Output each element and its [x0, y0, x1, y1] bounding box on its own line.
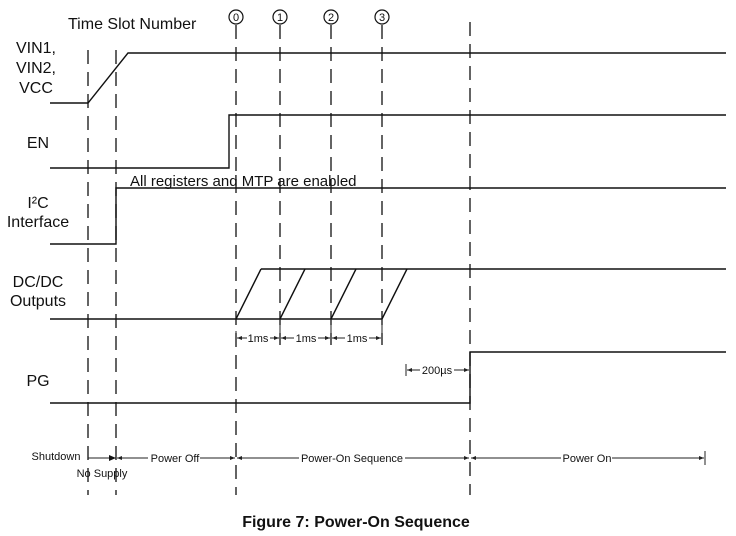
- phase-label-no-supply: No Supply: [77, 468, 128, 480]
- dcdc-interval-dimensions: 1ms 1ms 1ms: [235, 319, 383, 345]
- dcdc-ramp-slot-1: [279, 268, 306, 320]
- i2c-label-line-1: I²C: [27, 195, 48, 212]
- waveform-vin: [50, 52, 726, 104]
- signal-label-en: EN: [27, 135, 49, 152]
- slot-circle-0: [228, 9, 244, 25]
- interval-1ms-0: 1ms: [237, 333, 279, 345]
- slot-number-2: 2: [328, 12, 334, 24]
- dcdc-label-line-1: DC/DC: [13, 274, 64, 291]
- dcdc-ramp-slot-0: [235, 268, 262, 320]
- slot-number-1: 1: [277, 12, 283, 24]
- slot-circle-2: [323, 9, 339, 25]
- interval-1ms-1: 1ms: [281, 333, 330, 345]
- signal-label-vin: VIN1, VIN2, VCC: [16, 40, 56, 97]
- signal-label-i2c: I²C Interface: [7, 195, 69, 231]
- phase-label-power-on-sequence: Power-On Sequence: [301, 453, 403, 465]
- waveform-en: [50, 114, 726, 169]
- slot-number-3: 3: [379, 12, 385, 24]
- slot-marker-3: 3: [374, 9, 390, 25]
- waveform-dcdc: [50, 268, 726, 320]
- phase-timeline: Shutdown No Supply Power Off Power-On Se…: [32, 451, 706, 480]
- slot-marker-2: 2: [323, 9, 339, 25]
- time-slot-title: Time Slot Number: [68, 16, 197, 33]
- i2c-label-line-2: Interface: [7, 214, 69, 231]
- vin-label-line-3: VCC: [19, 80, 53, 97]
- phase-label-power-on: Power On: [563, 453, 612, 465]
- vin-label-line-1: VIN1,: [16, 40, 56, 57]
- i2c-note: All registers and MTP are enabled: [130, 173, 357, 190]
- interval-1ms-2: 1ms: [332, 333, 381, 345]
- pg-delay-label: 200µs: [422, 365, 453, 377]
- vin-label-line-2: VIN2,: [16, 60, 56, 77]
- signal-label-dcdc: DC/DC Outputs: [10, 274, 66, 310]
- slot-marker-1: 1: [272, 9, 288, 25]
- phase-label-power-off: Power Off: [151, 453, 201, 465]
- interval-label-0: 1ms: [248, 333, 269, 345]
- phase-label-shutdown: Shutdown: [32, 451, 81, 463]
- pg-delay-dimension: 200µs: [405, 364, 469, 377]
- slot-circle-1: [272, 9, 288, 25]
- slot-marker-0: 0: [228, 9, 244, 25]
- figure-caption: Figure 7: Power-On Sequence: [242, 514, 470, 531]
- waveform-pg: [50, 351, 726, 404]
- dcdc-ramp-slot-3: [381, 268, 408, 320]
- signal-label-pg: PG: [26, 373, 49, 390]
- interval-label-2: 1ms: [347, 333, 368, 345]
- interval-label-1: 1ms: [296, 333, 317, 345]
- slot-circle-3: [374, 9, 390, 25]
- dcdc-label-line-2: Outputs: [10, 293, 66, 310]
- dcdc-ramp-slot-2: [330, 268, 357, 320]
- slot-number-0: 0: [233, 12, 239, 24]
- waveform-i2c: [50, 187, 726, 245]
